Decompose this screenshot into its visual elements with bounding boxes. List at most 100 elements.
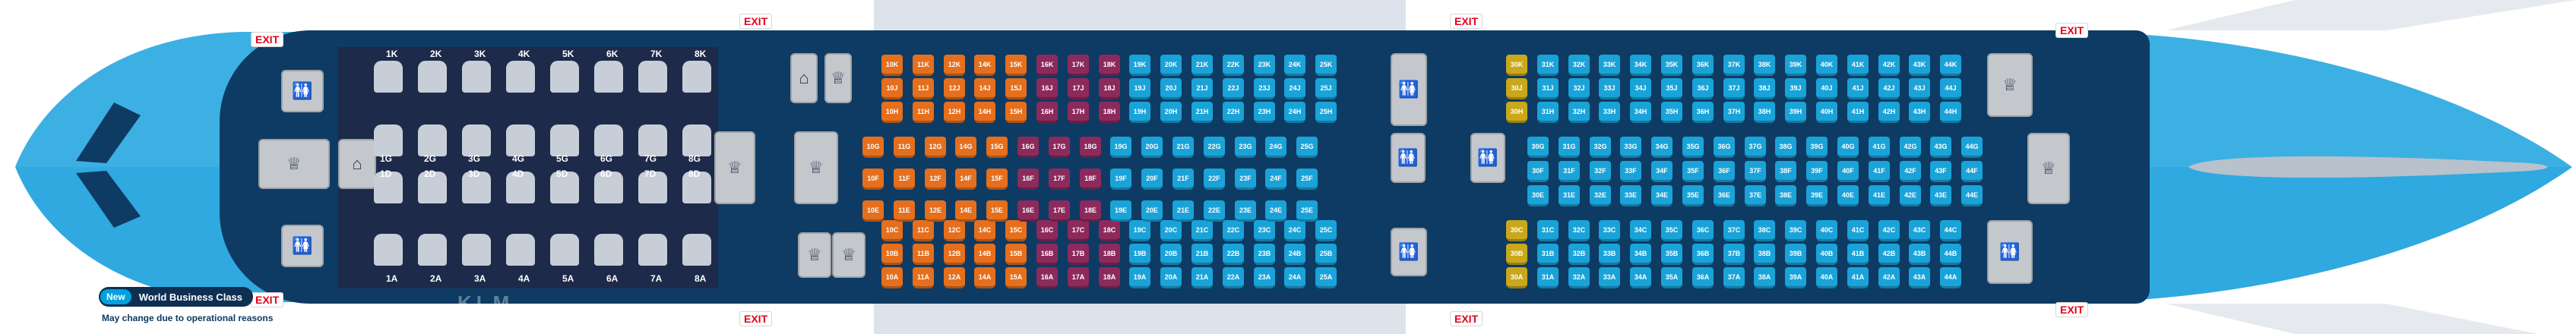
seat-30f[interactable]: 30F xyxy=(1527,161,1549,182)
seat-33c[interactable]: 33C xyxy=(1599,220,1620,241)
seat-23j[interactable]: 23J xyxy=(1254,78,1275,99)
business-seat[interactable] xyxy=(462,61,491,93)
seat-43j[interactable]: 43J xyxy=(1909,78,1930,99)
seat-34h[interactable]: 34H xyxy=(1630,102,1651,123)
seat-25c[interactable]: 25C xyxy=(1315,220,1337,241)
seat-44k[interactable]: 44K xyxy=(1940,55,1961,76)
seat-15a[interactable]: 15A xyxy=(1005,267,1027,288)
seat-24a[interactable]: 24A xyxy=(1284,267,1305,288)
seat-14g[interactable]: 14G xyxy=(955,137,976,158)
seat-30c[interactable]: 30C xyxy=(1506,220,1527,241)
seat-12f[interactable]: 12F xyxy=(925,169,946,190)
seat-31g[interactable]: 31G xyxy=(1559,137,1580,158)
seat-30k[interactable]: 30K xyxy=(1506,55,1527,76)
seat-18b[interactable]: 18B xyxy=(1099,244,1120,265)
seat-17b[interactable]: 17B xyxy=(1068,244,1089,265)
seat-17g[interactable]: 17G xyxy=(1049,137,1070,158)
seat-44c[interactable]: 44C xyxy=(1940,220,1961,241)
seat-43a[interactable]: 43A xyxy=(1909,267,1930,288)
seat-30b[interactable]: 30B xyxy=(1506,244,1527,265)
seat-43g[interactable]: 43G xyxy=(1930,137,1951,158)
seat-41k[interactable]: 41K xyxy=(1847,55,1869,76)
business-seat[interactable] xyxy=(594,61,623,93)
seat-11b[interactable]: 11B xyxy=(913,244,934,265)
seat-10b[interactable]: 10B xyxy=(881,244,903,265)
seat-37f[interactable]: 37F xyxy=(1745,161,1766,182)
business-seat[interactable] xyxy=(638,234,667,266)
business-seat[interactable] xyxy=(418,61,447,93)
seat-19g[interactable]: 19G xyxy=(1110,137,1131,158)
seat-23e[interactable]: 23E xyxy=(1235,200,1256,222)
business-seat[interactable] xyxy=(506,234,535,266)
seat-38a[interactable]: 38A xyxy=(1754,267,1775,288)
seat-30g[interactable]: 30G xyxy=(1527,137,1549,158)
business-seat[interactable] xyxy=(638,61,667,93)
seat-10f[interactable]: 10F xyxy=(862,169,884,190)
business-seat[interactable] xyxy=(550,234,579,266)
seat-17k[interactable]: 17K xyxy=(1068,55,1089,76)
seat-30h[interactable]: 30H xyxy=(1506,102,1527,123)
seat-11c[interactable]: 11C xyxy=(913,220,934,241)
seat-33f[interactable]: 33F xyxy=(1620,161,1641,182)
seat-18e[interactable]: 18E xyxy=(1080,200,1101,222)
seat-37e[interactable]: 37E xyxy=(1745,185,1766,206)
seat-35c[interactable]: 35C xyxy=(1661,220,1682,241)
seat-36j[interactable]: 36J xyxy=(1692,78,1714,99)
seat-41h[interactable]: 41H xyxy=(1847,102,1869,123)
seat-42b[interactable]: 42B xyxy=(1878,244,1900,265)
seat-39j[interactable]: 39J xyxy=(1785,78,1806,99)
seat-21a[interactable]: 21A xyxy=(1191,267,1213,288)
seat-34c[interactable]: 34C xyxy=(1630,220,1651,241)
seat-41j[interactable]: 41J xyxy=(1847,78,1869,99)
business-seat[interactable] xyxy=(682,61,711,93)
seat-20b[interactable]: 20B xyxy=(1160,244,1182,265)
seat-35a[interactable]: 35A xyxy=(1661,267,1682,288)
seat-36h[interactable]: 36H xyxy=(1692,102,1714,123)
seat-12j[interactable]: 12J xyxy=(944,78,965,99)
business-seat[interactable] xyxy=(506,124,535,156)
seat-23f[interactable]: 23F xyxy=(1235,169,1256,190)
business-seat[interactable] xyxy=(594,172,623,203)
seat-14j[interactable]: 14J xyxy=(974,78,995,99)
seat-38c[interactable]: 38C xyxy=(1754,220,1775,241)
seat-20e[interactable]: 20E xyxy=(1141,200,1163,222)
seat-38k[interactable]: 38K xyxy=(1754,55,1775,76)
seat-25f[interactable]: 25F xyxy=(1296,169,1318,190)
seat-25a[interactable]: 25A xyxy=(1315,267,1337,288)
seat-36e[interactable]: 36E xyxy=(1714,185,1735,206)
seat-22j[interactable]: 22J xyxy=(1223,78,1244,99)
seat-15f[interactable]: 15F xyxy=(986,169,1008,190)
seat-22k[interactable]: 22K xyxy=(1223,55,1244,76)
seat-16h[interactable]: 16H xyxy=(1036,102,1058,123)
seat-21h[interactable]: 21H xyxy=(1191,102,1213,123)
seat-16g[interactable]: 16G xyxy=(1017,137,1039,158)
seat-44j[interactable]: 44J xyxy=(1940,78,1961,99)
seat-21f[interactable]: 21F xyxy=(1172,169,1194,190)
seat-32j[interactable]: 32J xyxy=(1568,78,1590,99)
seat-24k[interactable]: 24K xyxy=(1284,55,1305,76)
business-seat[interactable] xyxy=(374,172,403,203)
seat-17c[interactable]: 17C xyxy=(1068,220,1089,241)
seat-34b[interactable]: 34B xyxy=(1630,244,1651,265)
seat-43e[interactable]: 43E xyxy=(1930,185,1951,206)
seat-39b[interactable]: 39B xyxy=(1785,244,1806,265)
seat-11a[interactable]: 11A xyxy=(913,267,934,288)
seat-32k[interactable]: 32K xyxy=(1568,55,1590,76)
seat-42k[interactable]: 42K xyxy=(1878,55,1900,76)
seat-12a[interactable]: 12A xyxy=(944,267,965,288)
seat-18a[interactable]: 18A xyxy=(1099,267,1120,288)
seat-24g[interactable]: 24G xyxy=(1265,137,1286,158)
seat-15k[interactable]: 15K xyxy=(1005,55,1027,76)
seat-31a[interactable]: 31A xyxy=(1537,267,1559,288)
seat-18k[interactable]: 18K xyxy=(1099,55,1120,76)
seat-21e[interactable]: 21E xyxy=(1172,200,1194,222)
seat-39c[interactable]: 39C xyxy=(1785,220,1806,241)
seat-25b[interactable]: 25B xyxy=(1315,244,1337,265)
seat-25k[interactable]: 25K xyxy=(1315,55,1337,76)
business-seat[interactable] xyxy=(682,234,711,266)
seat-30e[interactable]: 30E xyxy=(1527,185,1549,206)
seat-19c[interactable]: 19C xyxy=(1129,220,1150,241)
seat-35k[interactable]: 35K xyxy=(1661,55,1682,76)
seat-15j[interactable]: 15J xyxy=(1005,78,1027,99)
seat-31j[interactable]: 31J xyxy=(1537,78,1559,99)
